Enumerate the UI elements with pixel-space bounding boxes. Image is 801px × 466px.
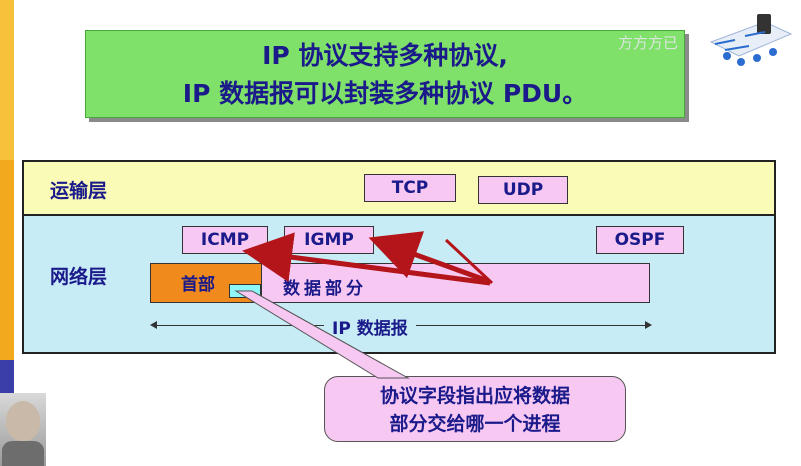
network-layer-label: 网络层 <box>50 266 108 288</box>
span-arrow-right <box>645 321 652 329</box>
presenter-head <box>6 401 40 441</box>
datagram-header: 首部 <box>151 264 262 302</box>
data-part-label: 数据部分 <box>283 279 367 299</box>
transport-layer-label: 运输层 <box>50 180 108 202</box>
transport-layer: 运输层 TCP UDP <box>24 162 774 216</box>
protocol-tcp: TCP <box>364 174 456 202</box>
title-line-2: IP 数据报可以封装多种协议 PDU。 <box>182 79 588 108</box>
watermark-text: 方方方已 <box>618 34 679 52</box>
stripe-orange <box>0 160 14 360</box>
protocol-layer-diagram: 运输层 TCP UDP 网络层 ICMP IGMP OSPF 首部 数据部分 I… <box>22 160 776 354</box>
slide-title: IP 协议支持多种协议, IP 数据报可以封装多种协议 PDU。 <box>85 30 685 118</box>
protocol-igmp: IGMP <box>284 226 374 254</box>
callout-box: 协议字段指出应将数据 部分交给哪一个进程 <box>324 376 626 442</box>
presenter-body <box>2 441 44 466</box>
title-line-1: IP 协议支持多种协议, <box>262 41 508 70</box>
callout-line-2: 部分交给哪一个进程 <box>389 413 561 435</box>
header-label: 首部 <box>181 275 215 295</box>
protocol-field <box>229 284 261 298</box>
stripe-yellow <box>0 0 14 160</box>
protocol-udp: UDP <box>478 176 568 204</box>
callout-line-1: 协议字段指出应将数据 <box>379 385 570 407</box>
presenter-webcam <box>0 393 46 466</box>
ip-datagram: 首部 数据部分 <box>150 263 650 303</box>
watermark-logo <box>709 14 793 66</box>
span-arrow-left <box>150 321 157 329</box>
datagram-span-label: IP 数据报 <box>324 314 416 339</box>
protocol-ospf: OSPF <box>596 226 684 254</box>
protocol-icmp: ICMP <box>182 226 268 254</box>
